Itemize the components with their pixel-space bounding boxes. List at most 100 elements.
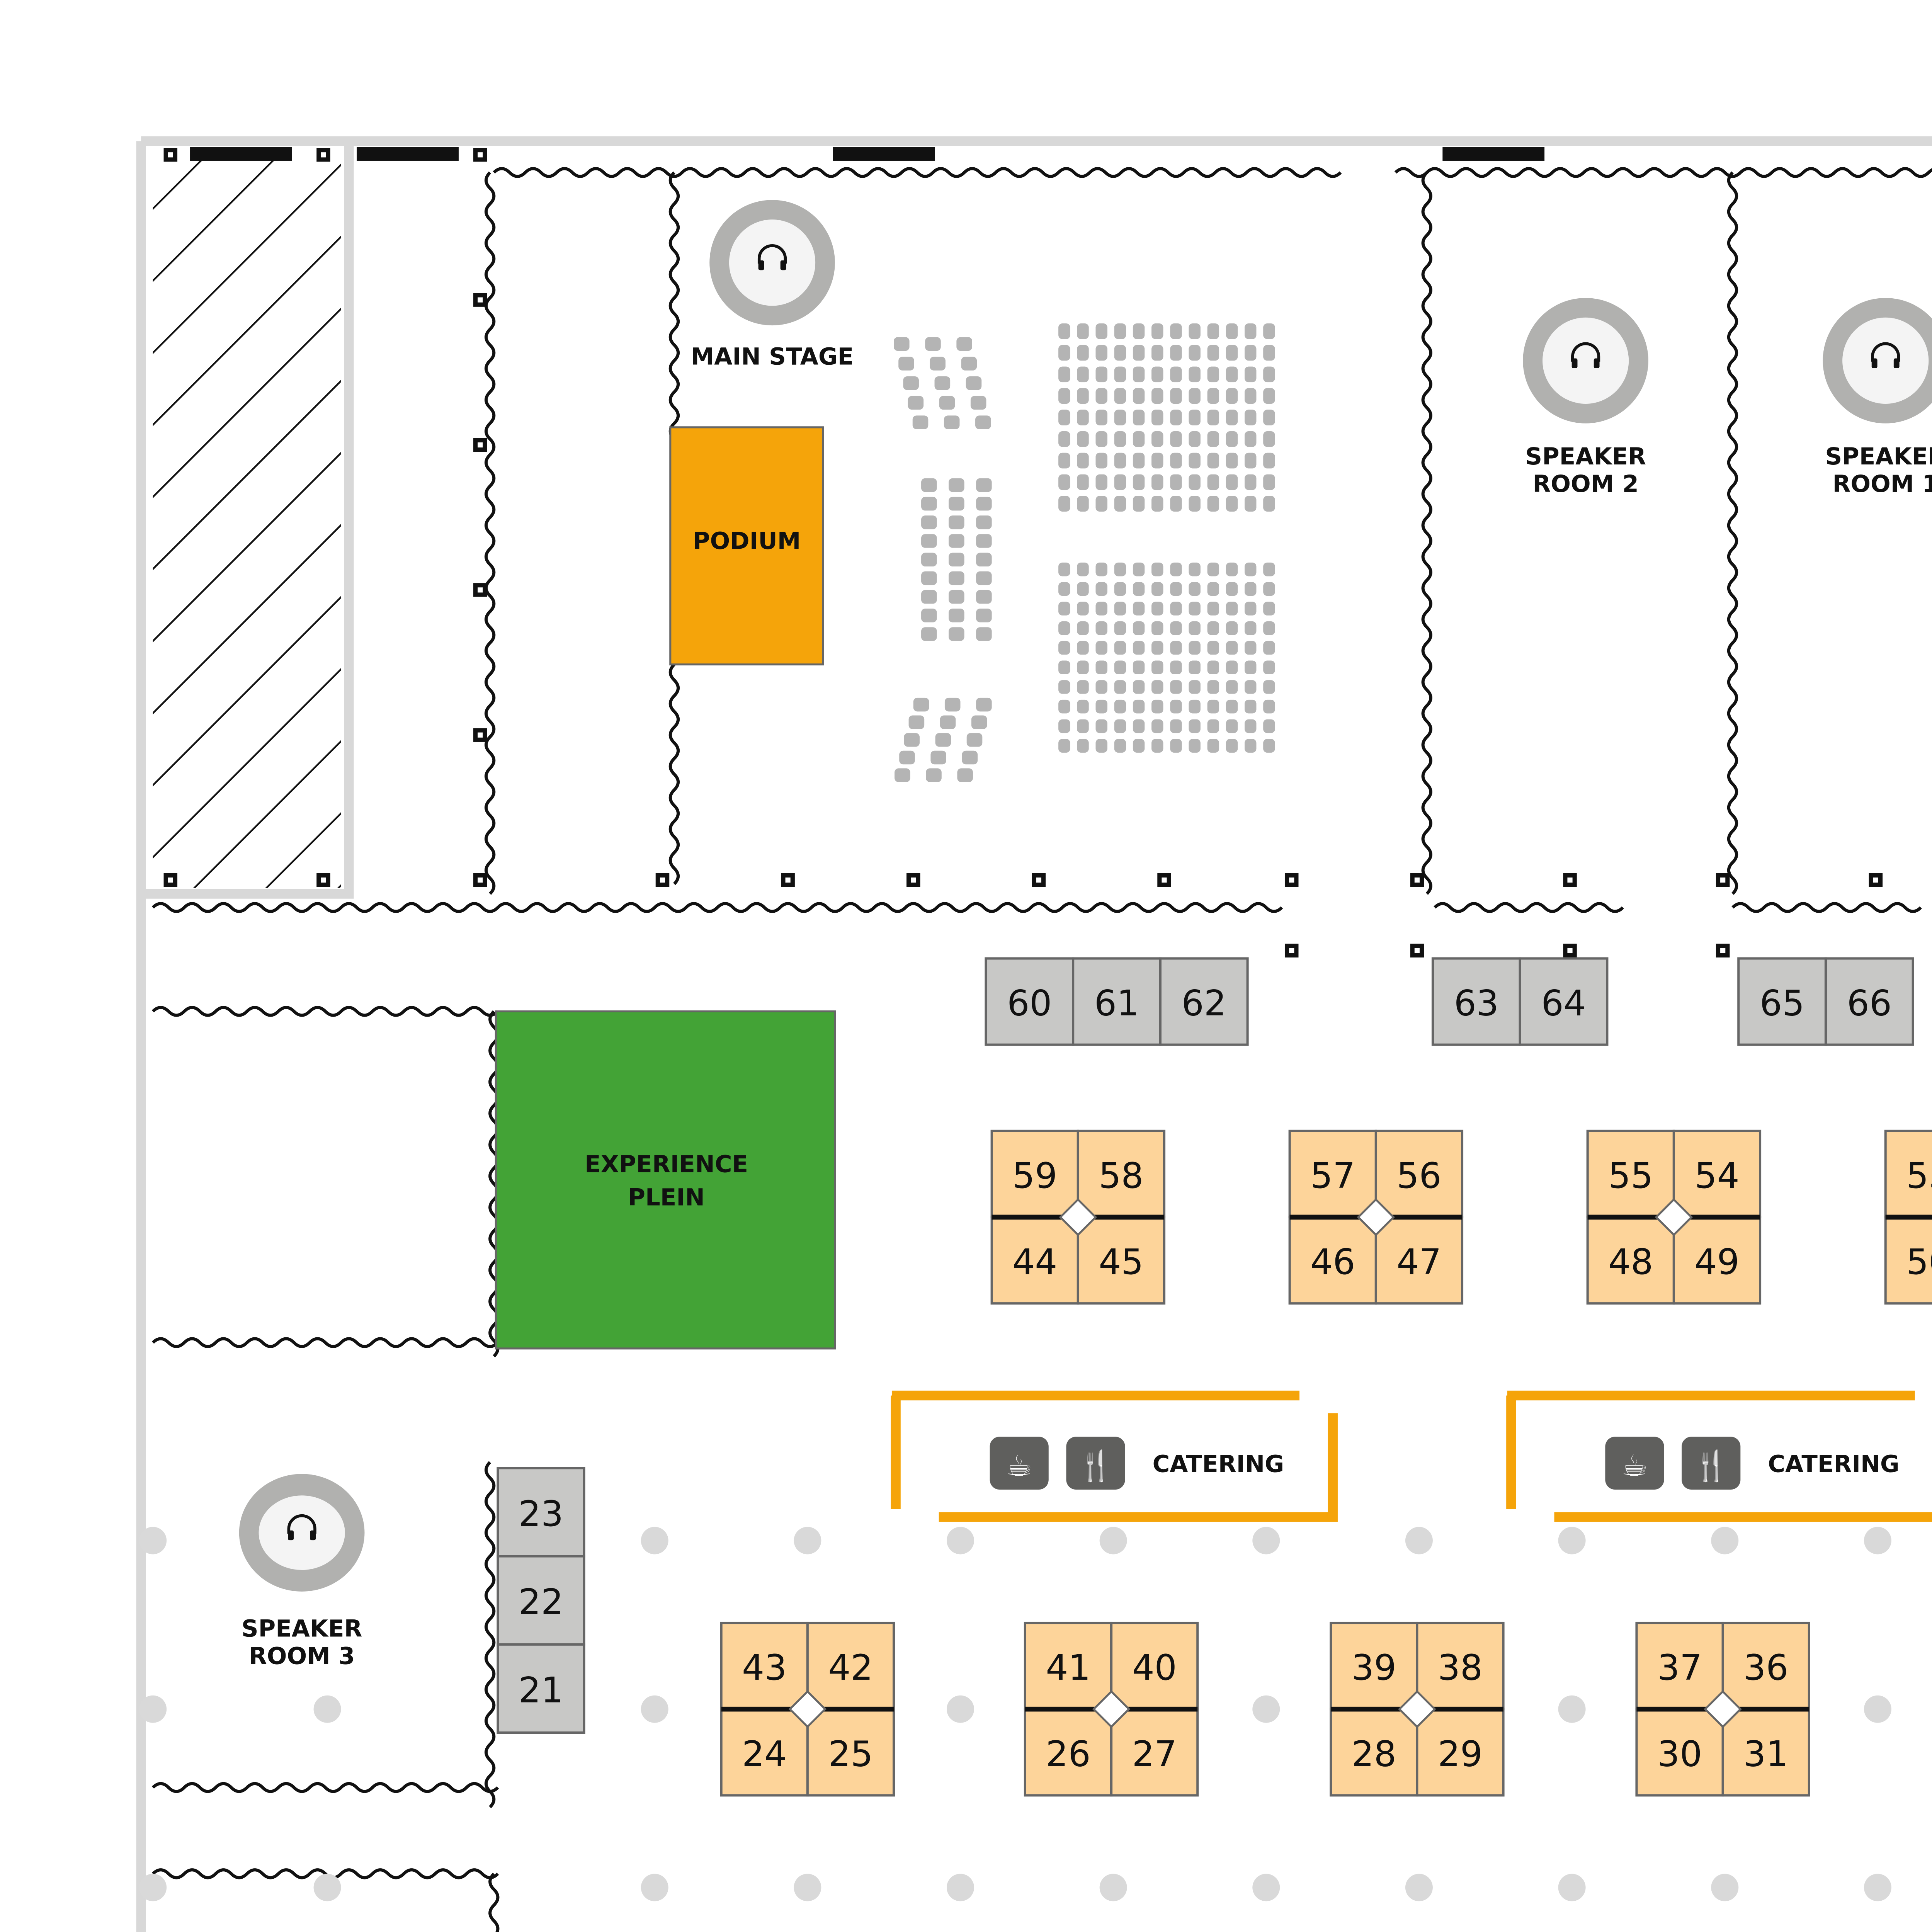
seat [1170, 431, 1182, 447]
seat [1151, 739, 1163, 753]
speaker-room-3[interactable]: SPEAKER ROOM 3 [239, 1474, 365, 1670]
booth[interactable] [1374, 1216, 1464, 1305]
booth[interactable]: 63 [1431, 957, 1521, 1046]
fork-knife-icon [1066, 1437, 1125, 1490]
booth[interactable]: 21 [497, 1643, 585, 1734]
seat [949, 609, 964, 622]
booth[interactable] [1024, 1708, 1113, 1797]
booth[interactable]: 62 [1159, 957, 1249, 1046]
seat [1114, 345, 1126, 361]
seat [1114, 602, 1126, 616]
seat [1114, 496, 1126, 512]
booth[interactable] [1024, 1621, 1113, 1711]
seat [934, 376, 951, 390]
seat [1095, 719, 1107, 733]
windows [190, 147, 1545, 161]
seat [1226, 621, 1238, 635]
booth[interactable] [1288, 1129, 1377, 1219]
catering-area[interactable]: ☕🍴CATERING [1506, 1390, 1932, 1522]
booth-number: 29 [1438, 1733, 1483, 1774]
booth[interactable]: 60 [985, 957, 1075, 1046]
seat [944, 415, 960, 429]
booth[interactable] [1672, 1129, 1762, 1219]
seat [1170, 660, 1182, 674]
booth[interactable] [1077, 1129, 1166, 1219]
seat [1207, 366, 1219, 383]
seat [1095, 699, 1107, 714]
seat [1133, 474, 1145, 490]
booth[interactable] [1586, 1129, 1675, 1219]
catering-area[interactable]: ☕🍴CATERING [891, 1390, 1338, 1522]
booth-number: 49 [1694, 1241, 1739, 1282]
booth[interactable] [1416, 1708, 1505, 1797]
seat [1244, 641, 1257, 655]
seat [1151, 431, 1163, 447]
seat [1095, 660, 1107, 674]
main-stage[interactable]: MAIN STAGE [691, 200, 854, 371]
seat [1114, 323, 1126, 339]
podium[interactable]: PODIUM [669, 426, 824, 666]
booth-number: 44 [1012, 1241, 1057, 1282]
booth[interactable]: 61 [1072, 957, 1162, 1046]
seat [1133, 431, 1145, 447]
booth[interactable] [1077, 1216, 1166, 1305]
seat [1189, 496, 1201, 512]
booth[interactable]: 23 [497, 1467, 585, 1558]
seat [1189, 366, 1201, 383]
seat [1077, 562, 1089, 577]
booth[interactable] [1374, 1129, 1464, 1219]
booth[interactable] [1721, 1708, 1810, 1797]
pillar [313, 1874, 341, 1901]
speaker-room-1[interactable]: SPEAKER ROOM 1 [1823, 298, 1932, 498]
booth[interactable]: 64 [1519, 957, 1609, 1046]
seat [1151, 719, 1163, 733]
seat [921, 534, 937, 548]
seat [1077, 323, 1089, 339]
booth[interactable]: 22 [497, 1555, 585, 1646]
seat [1189, 410, 1201, 425]
experience-plein[interactable]: EXPERIENCE PLEIN [495, 1010, 836, 1350]
seat [1170, 602, 1182, 616]
pillar [1252, 1527, 1280, 1554]
booth[interactable] [806, 1708, 895, 1797]
booth[interactable] [990, 1129, 1079, 1219]
seat [1170, 323, 1182, 339]
booth[interactable] [1884, 1216, 1932, 1305]
booth[interactable] [990, 1216, 1079, 1305]
booth[interactable] [1721, 1621, 1810, 1711]
pillar [1558, 1527, 1586, 1554]
booth-number: 21 [519, 1669, 563, 1711]
booth-number: 65 [1760, 983, 1804, 1024]
booth[interactable] [1110, 1708, 1199, 1797]
booth-number: 58 [1099, 1155, 1143, 1196]
seat [1189, 660, 1201, 674]
booth[interactable] [1635, 1621, 1724, 1711]
seat [1170, 582, 1182, 596]
seat [1133, 739, 1145, 753]
seat [1226, 739, 1238, 753]
speaker-room-2[interactable]: SPEAKER ROOM 2 [1523, 298, 1648, 498]
booth-island[interactable]: 53525051 [1884, 1129, 1932, 1305]
seat [921, 627, 937, 641]
seat [971, 715, 987, 729]
seat [1058, 410, 1070, 425]
booth[interactable] [1884, 1129, 1932, 1219]
seat [1058, 388, 1070, 404]
seat [1263, 496, 1275, 512]
booth[interactable]: 65 [1737, 957, 1827, 1046]
pillar [1558, 1874, 1586, 1901]
seat [1226, 641, 1238, 655]
seat [1263, 680, 1275, 694]
seat [1207, 323, 1219, 339]
booth[interactable]: 66 [1824, 957, 1914, 1046]
speaker-room-1-label: SPEAKER [1825, 443, 1932, 470]
seat [956, 337, 972, 351]
seat [1151, 474, 1163, 490]
